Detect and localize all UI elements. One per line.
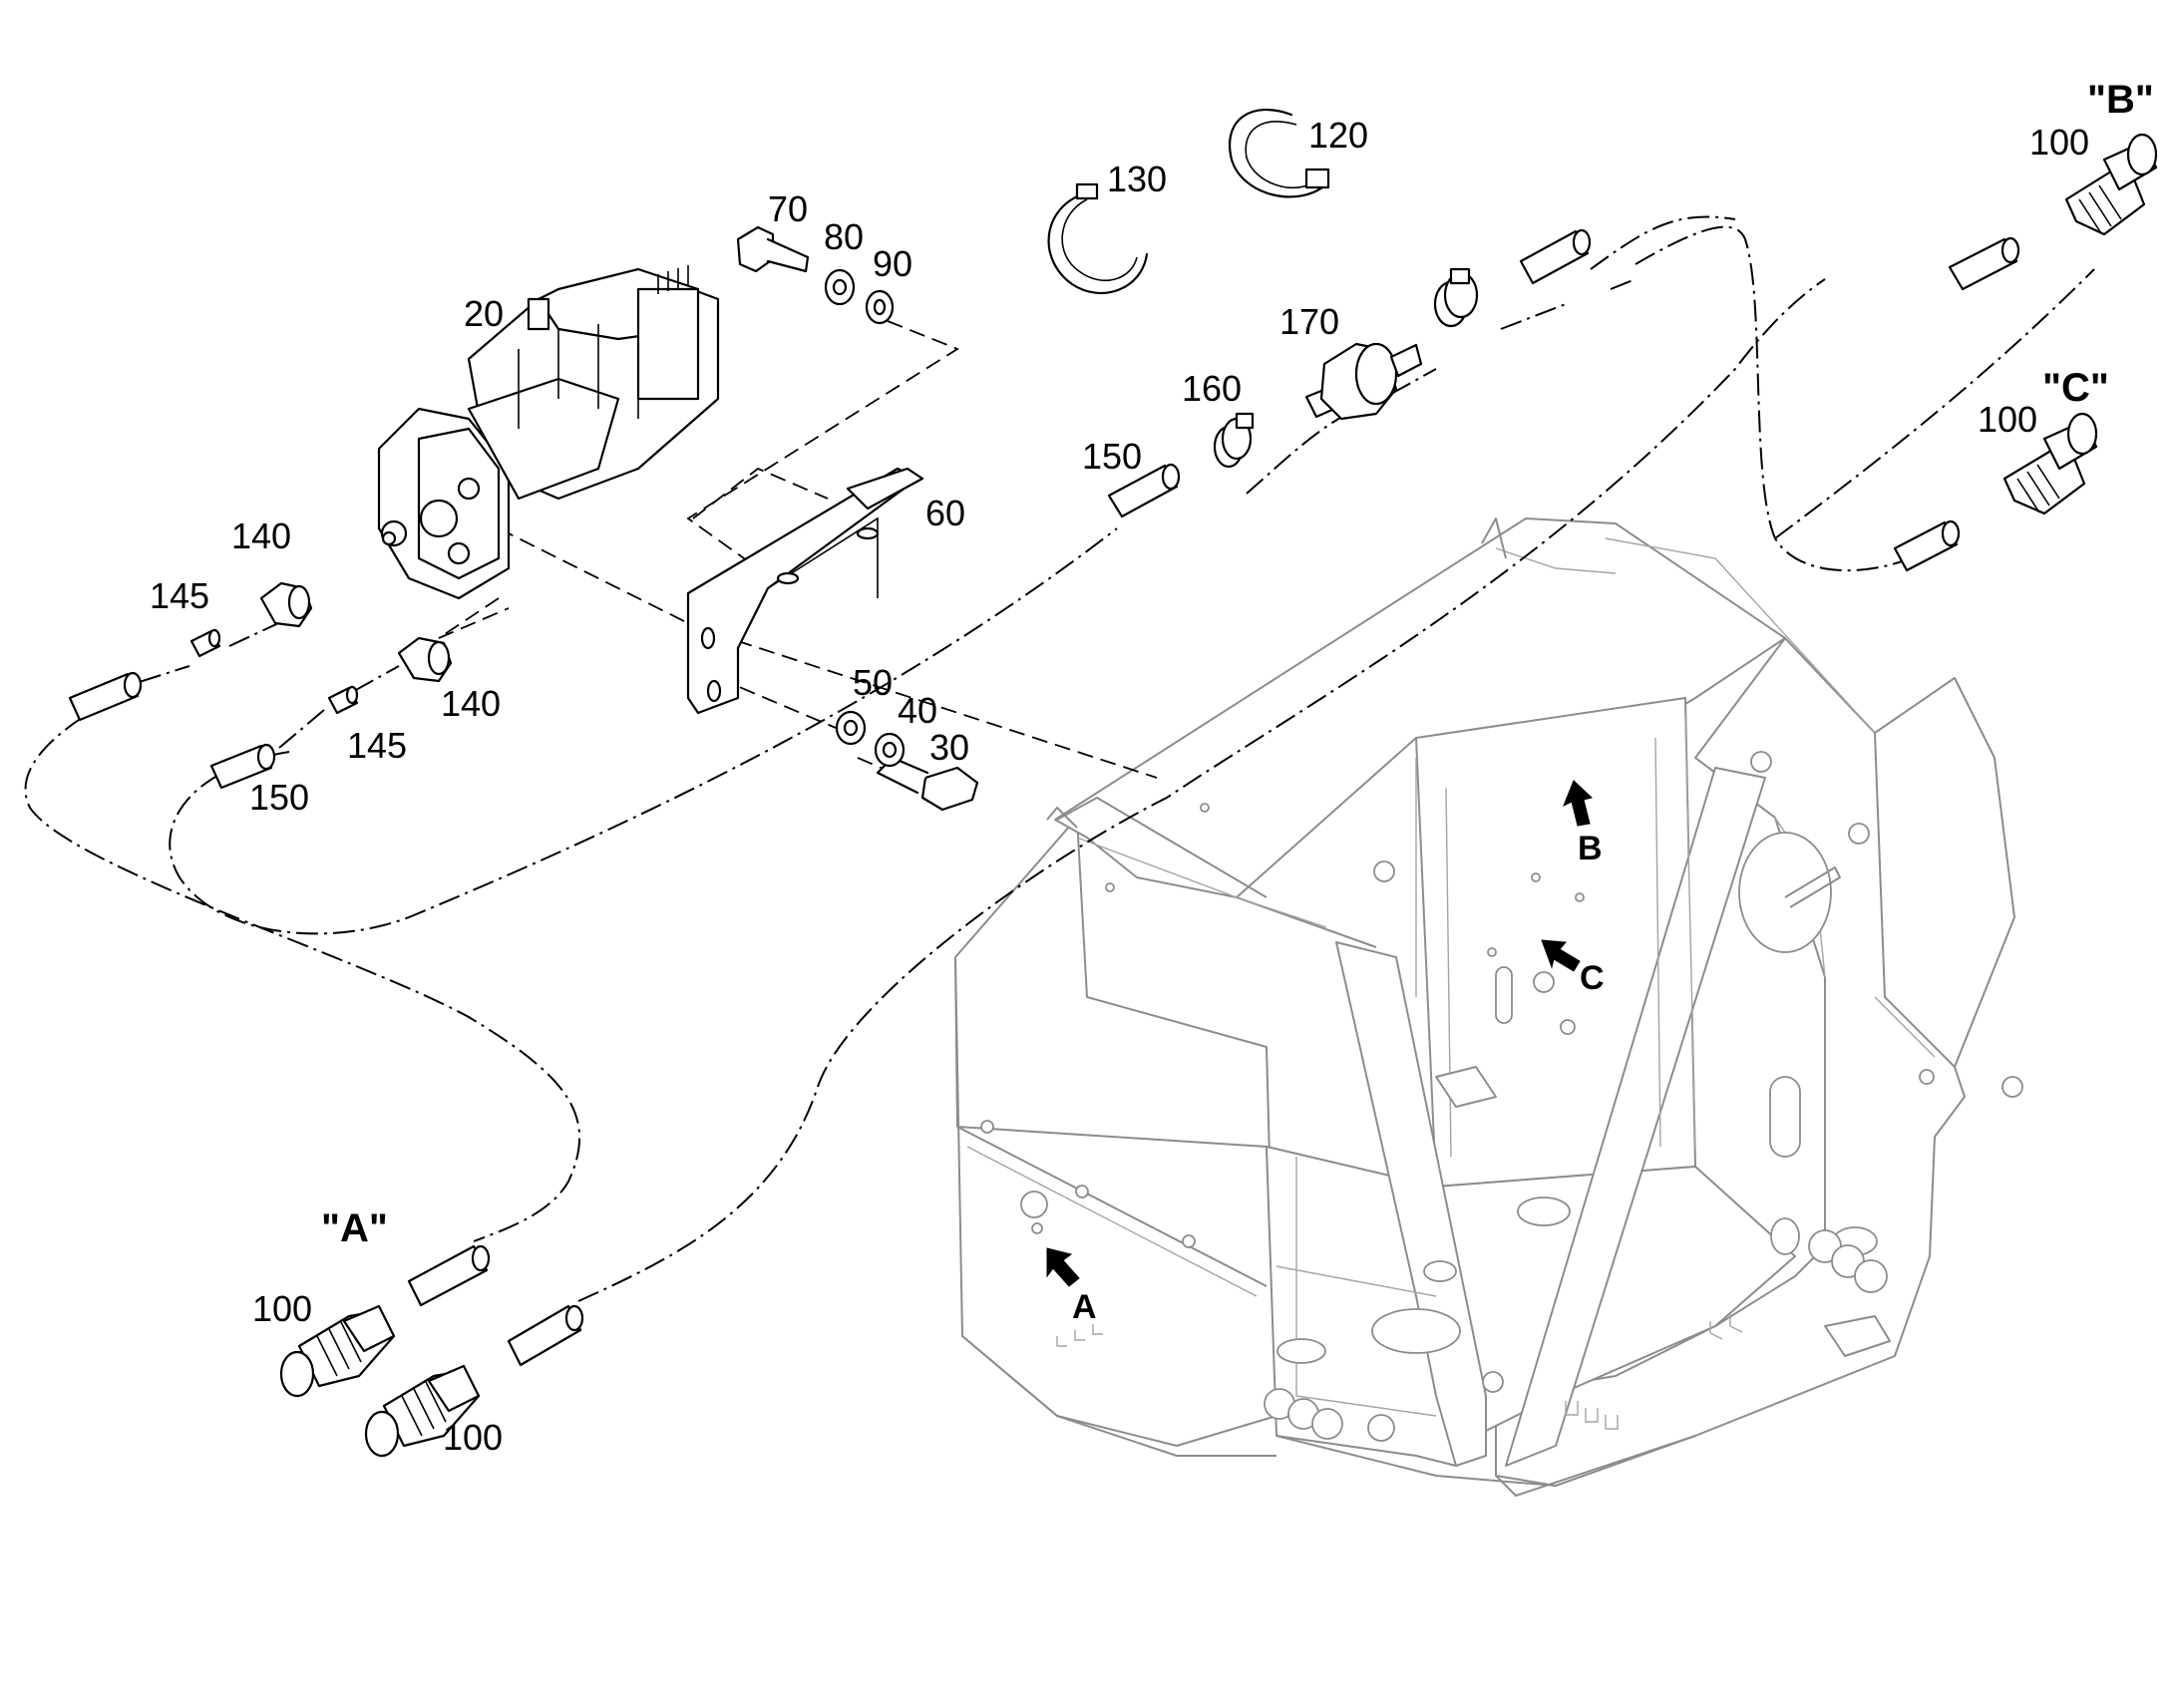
frame-marker-letters: A B C: [1072, 830, 1605, 1326]
route-hose-150-upper: [1246, 408, 1357, 495]
route-fitting-170: [1500, 303, 1567, 330]
coupling-100-a-upper-icon: [279, 1304, 396, 1398]
cable-tie-130-icon: [1047, 182, 1149, 294]
route-to-view-c: [1635, 225, 1946, 572]
label-part-40: 40: [898, 690, 937, 731]
nut-140-lower-icon: [397, 636, 453, 683]
nut-140-upper-icon: [259, 581, 313, 628]
bolt-70-icon: [736, 225, 810, 273]
label-part-140-lower: 140: [441, 683, 501, 724]
view-label-b: "B": [2087, 78, 2154, 122]
washer-40-icon: [874, 732, 906, 768]
hose-c-icon: [1893, 519, 1961, 572]
mounting-bracket-icon: [686, 467, 924, 715]
label-part-80: 80: [824, 216, 864, 257]
route-to-view-a-upper: [24, 697, 581, 1242]
label-part-100-c: 100: [1978, 399, 2037, 440]
washer-50-icon: [835, 710, 867, 746]
label-part-160: 160: [1182, 368, 1242, 409]
frame-marker-c: C: [1580, 959, 1605, 997]
washer-80-icon: [824, 268, 856, 306]
hose-routes: [24, 215, 2095, 1302]
insert-145-upper-icon: [189, 628, 221, 658]
hose-clamp-160-icon: [1213, 412, 1255, 469]
label-part-130: 130: [1107, 159, 1167, 199]
label-part-150-lower: 150: [249, 777, 309, 818]
marker-arrow-b-icon: [1563, 780, 1594, 827]
leader-valve-frame: [498, 527, 1158, 779]
label-part-30: 30: [929, 727, 969, 768]
marker-arrow-c-icon: [1541, 939, 1581, 972]
leader-bolt-70: [686, 320, 959, 569]
leader-bracket-frame: [692, 467, 829, 519]
label-part-100-b: 100: [2029, 122, 2089, 163]
label-part-145-upper: 145: [150, 575, 209, 616]
route-lower-fitting: [278, 665, 400, 749]
label-part-60: 60: [925, 493, 965, 533]
label-part-50: 50: [853, 662, 893, 703]
route-to-view-a-lower: [577, 278, 1826, 1302]
route-to-view-b: [1774, 268, 2095, 539]
solenoid-valve-block-icon: [377, 265, 720, 600]
view-label-c: "C": [2042, 366, 2109, 410]
label-part-170: 170: [1279, 301, 1339, 342]
reducer-fitting-170-icon: [1304, 342, 1423, 421]
label-part-120: 120: [1308, 115, 1368, 156]
hose-b-icon: [1948, 236, 2020, 291]
coupling-100-a-lower-icon: [364, 1364, 481, 1458]
machine-frame: [954, 517, 2023, 1497]
hose-150-lower-icon: [209, 743, 276, 790]
route-top-segment: [1590, 215, 1736, 270]
hose-upper-right-icon: [1519, 228, 1592, 285]
frame-marker-a: A: [1072, 1288, 1097, 1326]
label-part-90: 90: [873, 243, 912, 284]
label-part-150-upper: 150: [1082, 436, 1142, 477]
coupling-100-b-icon: [2064, 133, 2158, 236]
marker-arrow-a-icon: [1046, 1247, 1080, 1287]
label-part-70: 70: [768, 188, 808, 229]
hose-left-icon: [68, 671, 143, 722]
hose-150-upper-icon: [1107, 463, 1181, 518]
hose-clamp-upper-icon: [1433, 267, 1479, 328]
label-part-20: 20: [464, 293, 504, 334]
view-label-a: "A": [321, 1206, 388, 1250]
cable-tie-120-icon: [1229, 109, 1330, 198]
label-part-100-a-upper: 100: [252, 1288, 312, 1329]
label-part-140-upper: 140: [231, 515, 291, 556]
hose-a-lower-icon: [507, 1304, 584, 1367]
hose-a-upper-icon: [407, 1244, 491, 1307]
insert-145-lower-icon: [327, 685, 359, 715]
coupling-100-c-icon: [2002, 412, 2098, 515]
leader-valve-fitting: [438, 597, 510, 639]
frame-marker-b: B: [1578, 830, 1603, 867]
view-labels: "B" "C" "A": [321, 78, 2154, 1250]
washer-90-icon: [865, 289, 895, 325]
route-clamp-hose: [1610, 278, 1636, 290]
label-part-100-a-lower: 100: [443, 1417, 503, 1458]
label-part-145-lower: 145: [347, 725, 407, 766]
route-clamp-160: [1390, 368, 1437, 395]
part-number-labels: 20 30 40 50 60 70 80 90 100 100 100 100 …: [150, 115, 2089, 1458]
hose-segments: [68, 228, 2020, 1367]
route-to-valve: [169, 527, 1118, 935]
